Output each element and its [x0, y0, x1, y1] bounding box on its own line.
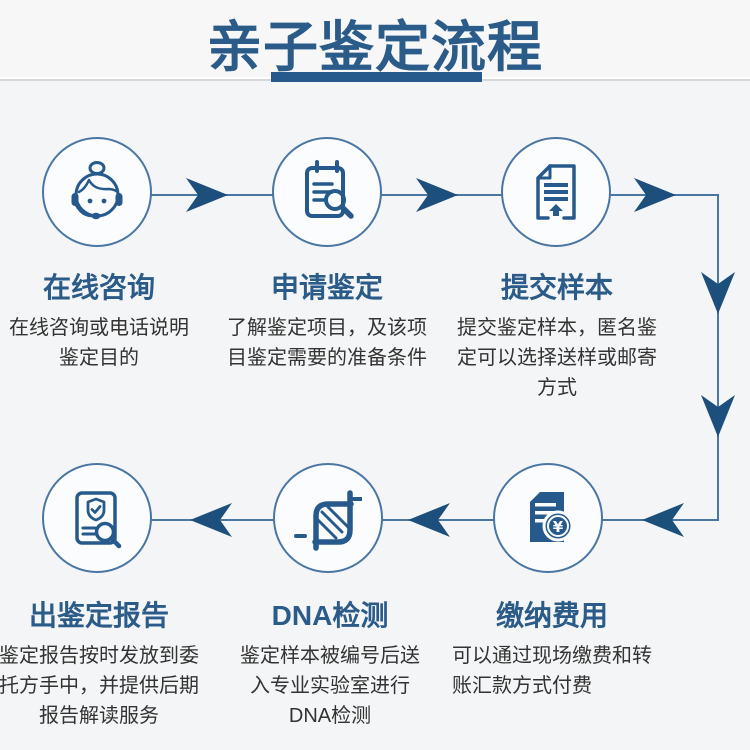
step-label: 申请鉴定 [270, 272, 383, 303]
document-upload-icon [536, 164, 576, 220]
desc-line: 方式 [537, 377, 577, 399]
step-circle-apply [272, 137, 382, 247]
report-check-icon [75, 491, 122, 549]
desc-line: 账汇款方式付费 [452, 675, 592, 697]
step-description: 可以通过现场缴费和转 账汇款方式付费 [452, 641, 672, 701]
step-description: 鉴定样本被编号后送 入专业实验室进行 DNA检测 [220, 641, 440, 731]
arrow-right-icon [416, 178, 458, 212]
step-circle-online-consult [42, 137, 152, 247]
arrow-left-icon [190, 503, 232, 537]
desc-line: 鉴定目的 [59, 347, 139, 369]
arrow-down-icon [701, 272, 735, 314]
dna-icon [294, 490, 362, 551]
desc-line: 报告解读服务 [39, 705, 159, 727]
desc-line: 提交鉴定样本，匿名鉴 [457, 317, 657, 339]
connector-right-path [548, 194, 719, 521]
arrow-right-icon [634, 178, 676, 212]
desc-line: 入专业实验室进行 [250, 675, 410, 697]
step-description: 提交鉴定样本，匿名鉴 定可以选择送样或邮寄 方式 [447, 313, 667, 403]
desc-line: 了解鉴定项目，及该项 [227, 317, 427, 339]
header-band [0, 0, 750, 79]
payment-icon: ¥ [530, 492, 574, 542]
step-label: 在线咨询 [42, 272, 155, 303]
step-label: 提交样本 [500, 272, 613, 303]
desc-line: DNA检测 [288, 705, 372, 727]
step-circle-pay-fee: ¥ [493, 463, 603, 573]
desc-line: 目鉴定需要的准备条件 [227, 347, 427, 369]
step-circle-dna-test [273, 463, 383, 573]
arrow-right-icon [186, 178, 228, 212]
step-description: 在线咨询或电话说明 鉴定目的 [0, 313, 209, 373]
title-underline [271, 72, 482, 82]
arrow-left-icon [408, 503, 450, 537]
step-description: 了解鉴定项目，及该项 目鉴定需要的准备条件 [217, 313, 437, 373]
step-label: DNA检测 [271, 600, 389, 631]
page-title: 亲子鉴定流程 [206, 16, 543, 78]
desc-line: 定可以选择送样或邮寄 [457, 347, 657, 369]
svg-text:¥: ¥ [553, 518, 564, 536]
step-label: 出鉴定报告 [28, 600, 169, 631]
clipboard-search-icon [305, 160, 354, 219]
desc-line: 在线咨询或电话说明 [9, 317, 189, 339]
desc-line: 托方手中，并提供后期 [0, 675, 199, 697]
step-circle-submit-sample [501, 137, 611, 247]
desc-line: 鉴定样本被编号后送 [240, 645, 420, 667]
arrow-down-icon [701, 395, 735, 437]
desc-line: 可以通过现场缴费和转 [452, 645, 652, 667]
desc-line: 鉴定报告按时发放到委 [0, 645, 199, 667]
step-description: 鉴定报告按时发放到委 托方手中，并提供后期 报告解读服务 [0, 641, 209, 731]
step-circle-issue-report [42, 463, 152, 573]
customer-service-icon [71, 161, 123, 220]
step-label: 缴纳费用 [495, 600, 608, 631]
arrow-left-icon [642, 503, 684, 537]
